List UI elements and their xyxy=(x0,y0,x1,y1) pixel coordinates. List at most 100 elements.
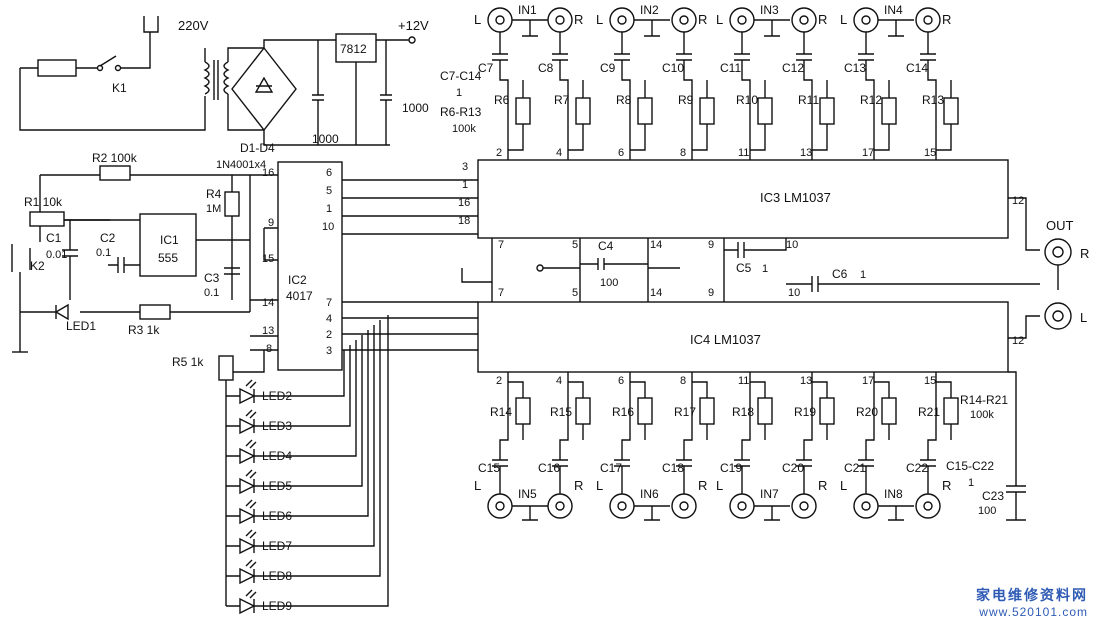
c3-label: C3 xyxy=(204,271,220,285)
cap-c9-label: C9 xyxy=(600,61,616,75)
ic2-pin-16: 16 xyxy=(262,167,274,179)
ic2-pin-4: 4 xyxy=(326,313,332,325)
ic2-pin-8: 8 xyxy=(266,343,272,355)
jack-side-label: L xyxy=(716,478,723,493)
ic1-555 xyxy=(139,213,197,277)
ic3-pin-top-5: 13 xyxy=(800,147,812,159)
led-4-label: LED4 xyxy=(262,449,292,463)
resistor-r20-label: R20 xyxy=(856,405,878,419)
jack-side-label: L xyxy=(474,12,481,27)
led-3-diode xyxy=(239,417,256,435)
ic1-label: IC1 xyxy=(160,233,179,247)
ic3-pin-top-6: 17 xyxy=(862,147,874,159)
resistor-r6-label: R6 xyxy=(494,93,510,107)
c23-label: C23 xyxy=(982,489,1004,503)
ic4-label: IC4 LM1037 xyxy=(690,332,761,347)
ic4-inputs: C15R142LIN5C16R154RC17R166LIN6C18R178RC1… xyxy=(474,372,959,521)
cap-c12-label: C12 xyxy=(782,61,804,75)
ic2-pin-10: 10 xyxy=(322,221,334,233)
resistor-r9-label: R9 xyxy=(678,93,694,107)
led-7-diode xyxy=(239,537,256,555)
ic4-pin-bottom-7: 15 xyxy=(924,375,936,387)
bridge-part-label: 1N4001x4 xyxy=(216,159,266,171)
led-6-diode xyxy=(239,507,256,525)
resistor-r11 xyxy=(819,97,835,125)
watermark-line2: www.520101.com xyxy=(979,605,1088,619)
out-l-label: L xyxy=(1080,310,1087,325)
led-2-label: LED2 xyxy=(262,389,292,403)
resistor-r2 xyxy=(99,165,131,181)
jack-side-label: L xyxy=(596,478,603,493)
ic2-pin-14: 14 xyxy=(262,297,274,309)
resistor-r10 xyxy=(757,97,773,125)
c1-label: C1 xyxy=(46,231,62,245)
jack-side-label: R xyxy=(574,12,583,27)
ic4-pin-7: 7 xyxy=(498,287,504,299)
ic4-res-group-val: 100k xyxy=(970,409,994,421)
ic2-pin-2: 2 xyxy=(326,329,332,341)
cap-c19-label: C19 xyxy=(720,461,742,475)
jack-side-label: R xyxy=(818,478,827,493)
resistor-r16-label: R16 xyxy=(612,405,634,419)
ic4-pin-bottom-2: 6 xyxy=(618,375,624,387)
c4-label: C4 xyxy=(598,239,614,253)
resistor-r19-label: R19 xyxy=(794,405,816,419)
jack-side-label: R xyxy=(942,478,951,493)
mains-label: 220V xyxy=(178,18,209,33)
resistor-r1 xyxy=(29,211,65,227)
rail-label: +12V xyxy=(398,18,429,33)
ic4-res-group: R14-R21 xyxy=(960,393,1008,407)
resistor-r7-label: R7 xyxy=(554,93,570,107)
jack-side-label: R xyxy=(818,12,827,27)
resistor-r8-label: R8 xyxy=(616,93,632,107)
ic4-pin-10: 10 xyxy=(788,287,800,299)
cap-c8-label: C8 xyxy=(538,61,554,75)
input-6-label: IN6 xyxy=(640,487,659,501)
regulator-label: 7812 xyxy=(340,42,367,56)
input-3-label: IN3 xyxy=(760,3,779,17)
ic4-pin-bottom-4: 11 xyxy=(738,375,749,387)
resistor-r8 xyxy=(637,97,653,125)
resistor-r18 xyxy=(757,397,773,425)
resistor-r13 xyxy=(943,97,959,125)
cap-c13-label: C13 xyxy=(844,61,866,75)
ic3-inputs: C7R62LIN1C8R74RC9R86LIN2C10R98RC11R1011L… xyxy=(474,3,959,160)
jack-side-label: L xyxy=(596,12,603,27)
led-5-label: LED5 xyxy=(262,479,292,493)
out-label: OUT xyxy=(1046,218,1074,233)
ic3-pin-3: 3 xyxy=(462,161,468,173)
cap-output-label: 1000 xyxy=(402,101,429,115)
jack-side-label: R xyxy=(574,478,583,493)
ic2-pin-13: 13 xyxy=(262,325,274,337)
ic2-pin-9: 9 xyxy=(268,217,274,229)
jack-side-label: L xyxy=(716,12,723,27)
ic1-part: 555 xyxy=(158,251,178,265)
resistor-r15 xyxy=(575,397,591,425)
resistor-r15-label: R15 xyxy=(550,405,572,419)
cap-c11-label: C11 xyxy=(720,61,741,75)
ic4-pin-12: 12 xyxy=(1012,335,1024,347)
k2-label: K2 xyxy=(30,259,45,273)
led-9-diode xyxy=(239,597,256,615)
led-5-diode xyxy=(239,477,256,495)
ic4-lm1037 xyxy=(477,301,1009,373)
ic4-pin-bottom-3: 8 xyxy=(680,375,686,387)
ic3-pin-7: 7 xyxy=(498,239,504,251)
c23-val: 100 xyxy=(978,505,996,517)
r4-val: 1M xyxy=(206,203,221,215)
transformer-secondary xyxy=(223,61,230,95)
ic2-pin-1: 1 xyxy=(326,203,332,215)
c6-label: C6 xyxy=(832,267,848,281)
ic4-cap-group-val: 1 xyxy=(968,477,974,489)
led-2-diode xyxy=(239,387,256,405)
led-8-label: LED8 xyxy=(262,569,292,583)
r1-label: R1 10k xyxy=(24,195,63,209)
r2-label: R2 100k xyxy=(92,151,138,165)
watermark: 家电维修资料网 www.520101.com xyxy=(976,585,1088,619)
ic2-pin-15: 15 xyxy=(262,253,274,265)
timer-section: R2 100k R1 10k K2 C1 0.01 C2 0.1 IC1 555… xyxy=(11,151,250,353)
ic3-label: IC3 LM1037 xyxy=(760,190,831,205)
ic3-pin-top-0: 2 xyxy=(496,147,502,159)
ic4-pin-9: 9 xyxy=(708,287,714,299)
cap-c16-label: C16 xyxy=(538,461,560,475)
